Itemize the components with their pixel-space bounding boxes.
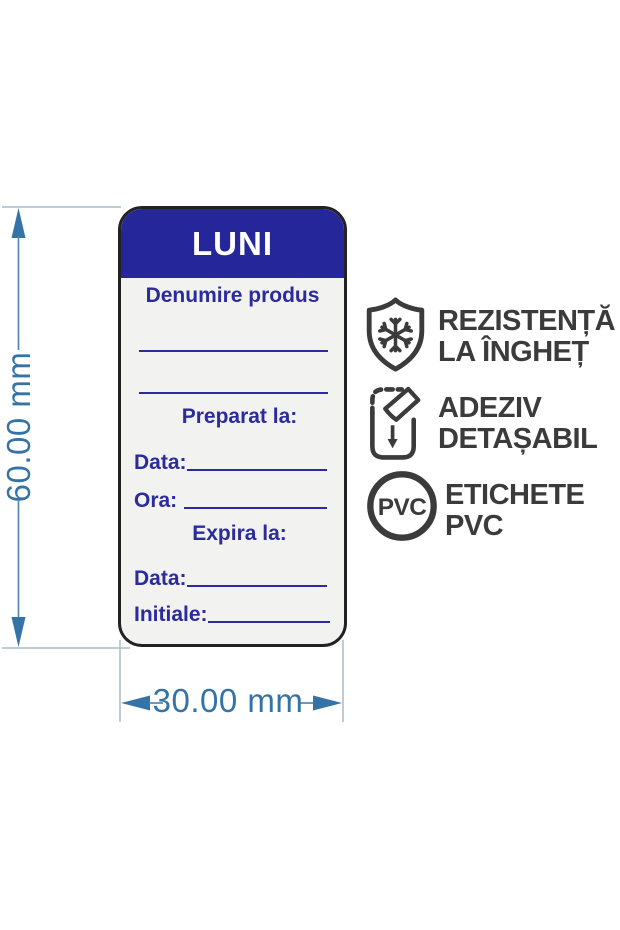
- feature-frost-resistance: REZISTENȚĂ LA ÎNGHEȚ: [364, 297, 616, 373]
- prepared-date-field: Data:: [134, 449, 327, 475]
- feature-removable-adhesive: ADEZIV DETAȘABIL: [364, 383, 598, 462]
- expiry-date-blank-line: [186, 585, 327, 587]
- product-name-blank-line-1: [139, 350, 328, 352]
- expiry-date-field: Data:: [134, 565, 327, 591]
- frost-shield-icon: [366, 297, 425, 372]
- expiry-date-label: Data:: [134, 567, 187, 590]
- width-dim-arrow-left: [121, 695, 150, 711]
- pvc-circle-icon: PVC: [367, 471, 437, 541]
- initials-field: Initiale:: [134, 601, 330, 627]
- prepared-time-blank-line: [184, 507, 327, 509]
- initials-blank-line: [207, 621, 330, 623]
- prepared-at-heading: Preparat la:: [181, 405, 298, 428]
- height-dimension-value: 60.00 mm: [0, 351, 37, 503]
- width-dimension-value: 30.00 mm: [152, 682, 304, 719]
- height-dim-arrow-up: [11, 208, 26, 238]
- product-name-heading: Denumire produs: [145, 284, 320, 307]
- feature-pvc-line1: ETICHETE: [445, 479, 585, 511]
- feature-adhesive-text: ADEZIV DETAȘABIL: [438, 392, 598, 455]
- feature-adhesive-line1: ADEZIV: [438, 392, 542, 424]
- feature-pvc-text: ETICHETE PVC: [445, 479, 585, 542]
- feature-adhesive-line2: DETAȘABIL: [438, 423, 598, 455]
- feature-pvc-labels: PVC ETICHETE PVC: [364, 468, 585, 544]
- pvc-badge-text: PVC: [378, 494, 427, 521]
- feature-frost-line2: LA ÎNGHEȚ: [438, 336, 589, 368]
- day-header-text: LUNI: [192, 224, 273, 262]
- initials-label: Initiale:: [134, 603, 208, 626]
- product-name-blank-line-2: [139, 392, 328, 394]
- prepared-time-label: Ora:: [134, 489, 178, 512]
- snowflake-icon: [378, 317, 413, 353]
- width-dim-arrow-right: [313, 695, 342, 711]
- feature-frost-line1: REZISTENȚĂ: [438, 305, 616, 337]
- prepared-date-blank-line: [186, 469, 327, 471]
- prepared-date-label: Data:: [134, 451, 187, 474]
- prepared-time-field: Ora:: [134, 487, 327, 513]
- feature-frost-text: REZISTENȚĂ LA ÎNGHEȚ: [438, 305, 616, 368]
- expires-at-heading: Expira la:: [192, 522, 287, 545]
- food-day-label-sticker: LUNI Denumire produs Preparat la: Data: …: [118, 206, 347, 647]
- day-header: LUNI: [121, 209, 344, 278]
- height-dim-arrow-down: [11, 617, 26, 647]
- feature-pvc-line2: PVC: [445, 510, 504, 542]
- peel-label-icon: [370, 386, 421, 460]
